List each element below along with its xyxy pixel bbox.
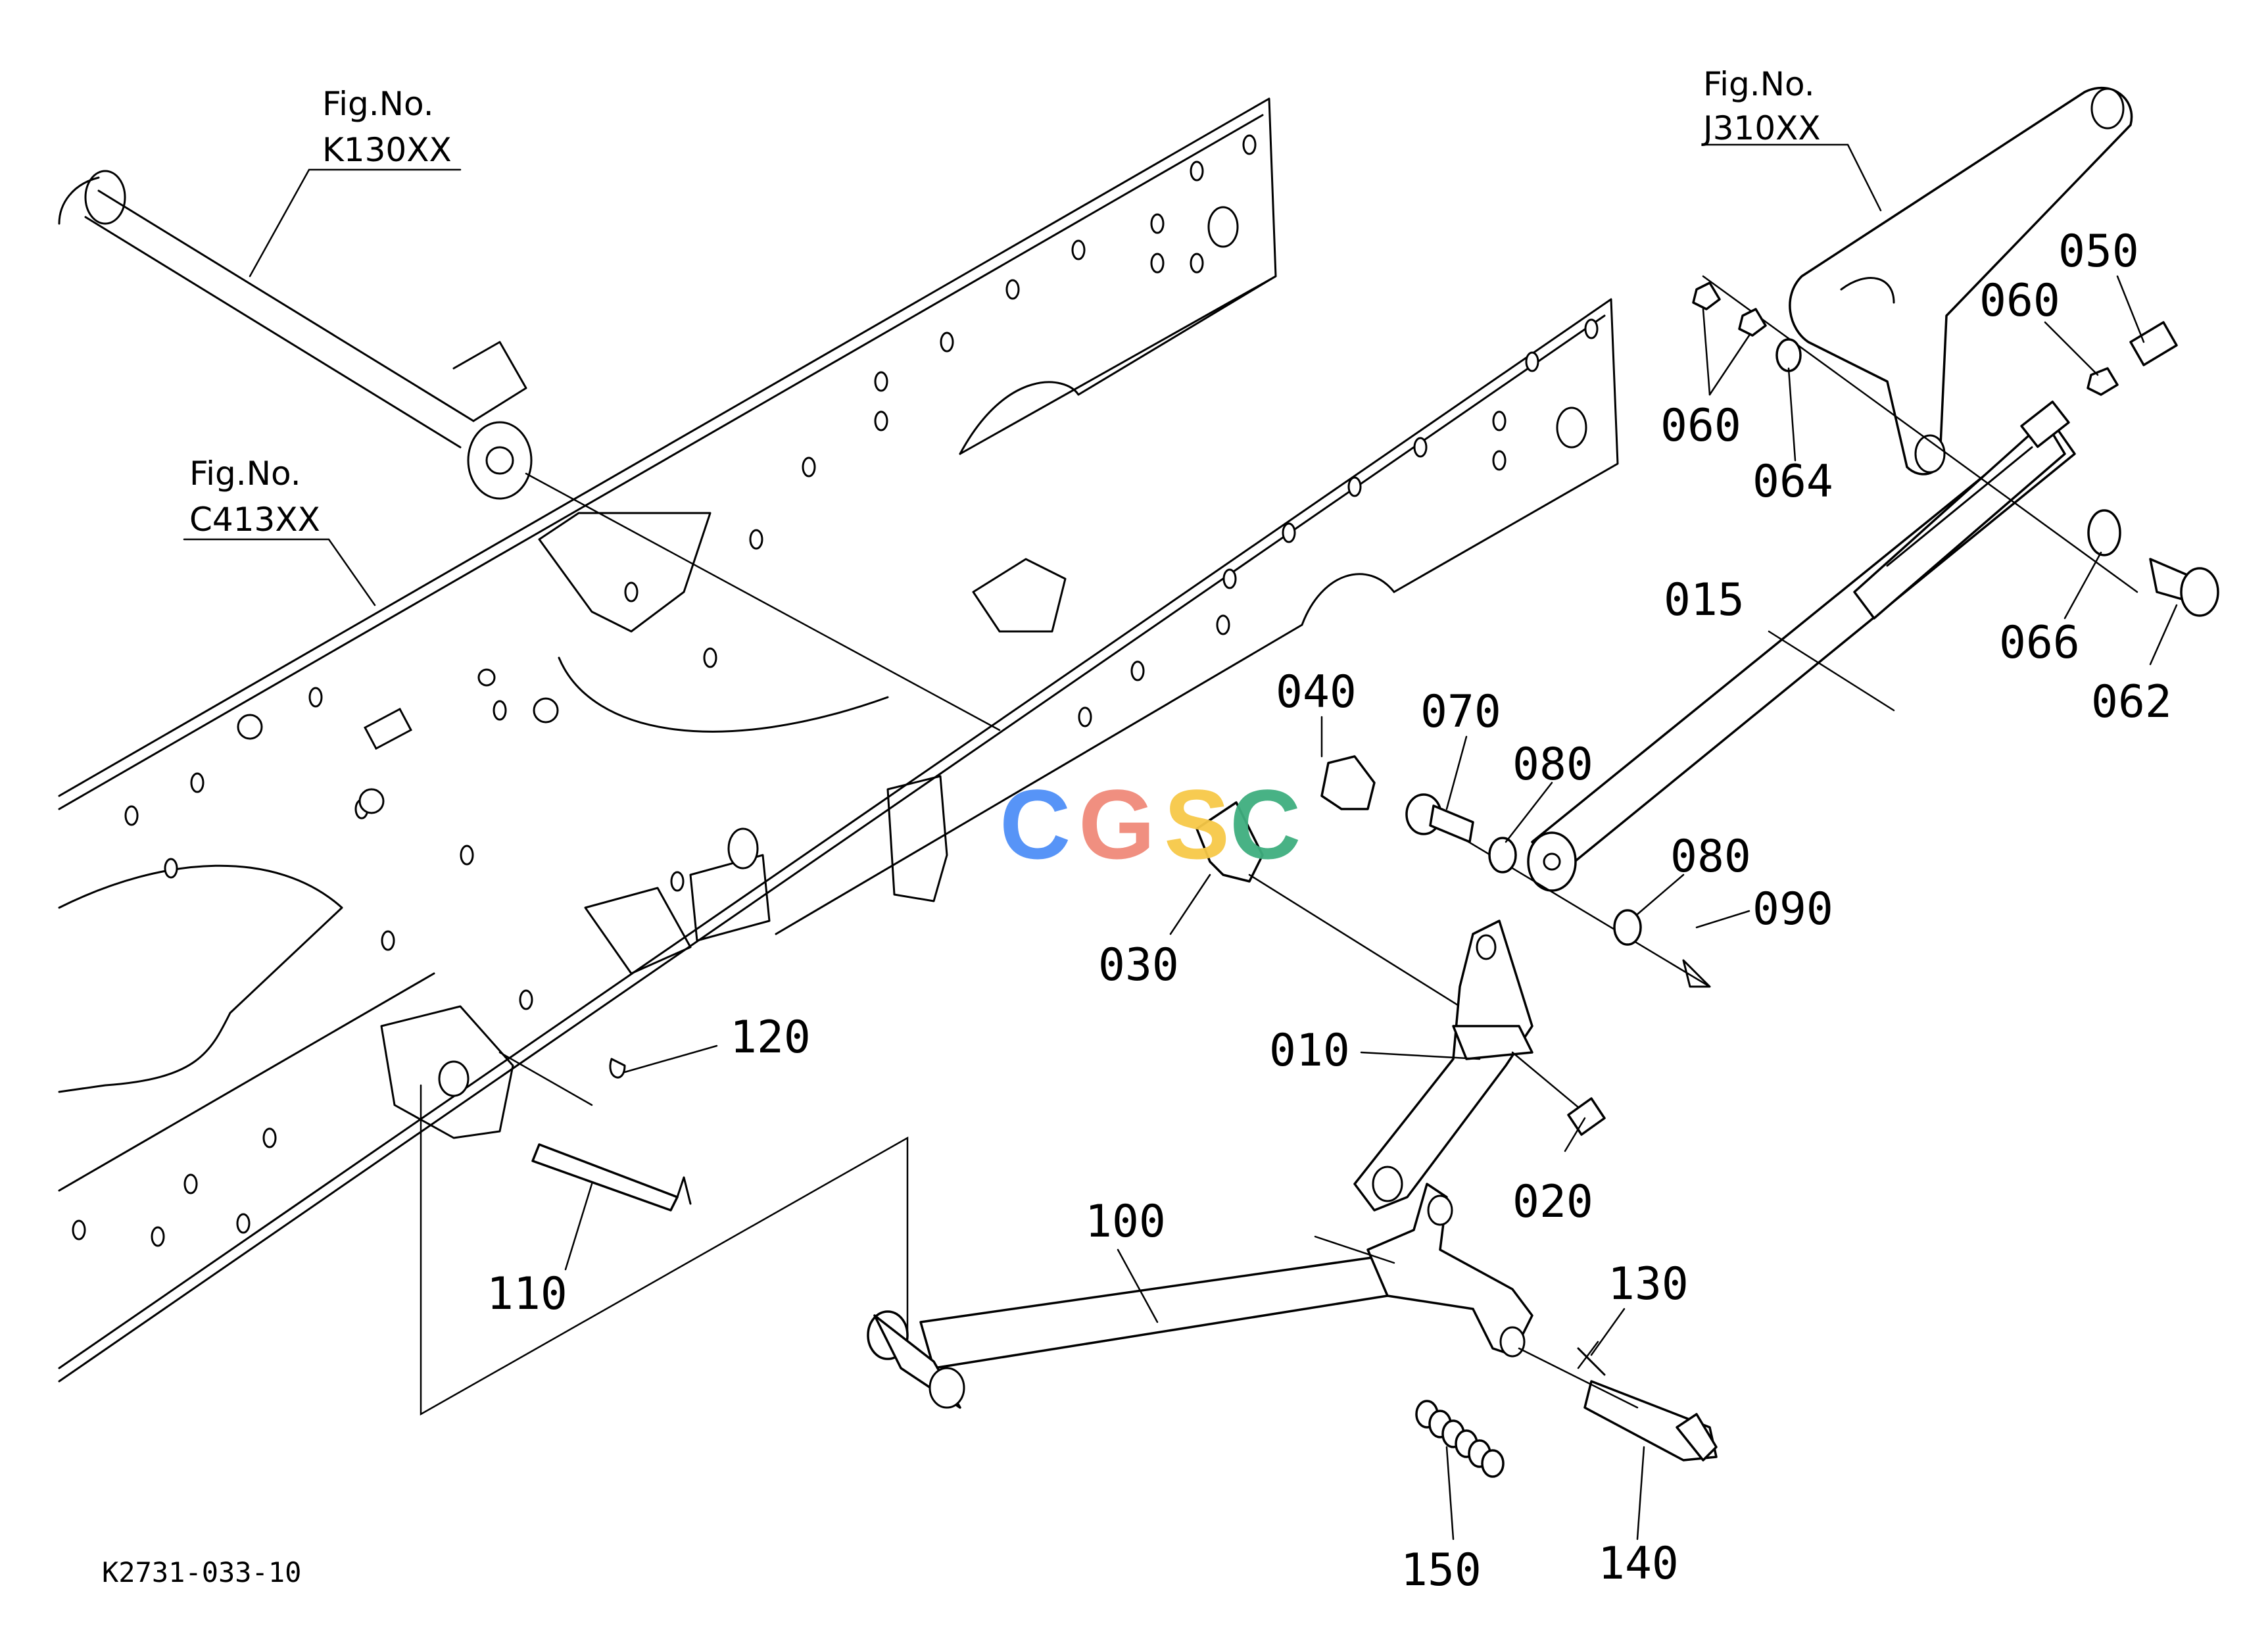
callout-010: 010 [1269, 1025, 1350, 1077]
callout-030: 030 [1098, 939, 1179, 991]
figure-ref-c413xx: Fig.No. C413XX [189, 455, 320, 539]
svg-text:J310XX: J310XX [1701, 109, 1821, 147]
callout-070: 070 [1420, 686, 1501, 738]
callout-062: 062 [2091, 676, 2172, 728]
callout-labels: 010 015 020 030 040 050 060 060 062 064 … [487, 226, 2172, 1596]
callout-110: 110 [487, 1268, 567, 1320]
callout-060-right: 060 [1979, 275, 2060, 327]
svg-text:Fig.No.: Fig.No. [322, 85, 434, 123]
callout-090: 090 [1752, 883, 1833, 935]
hardware-right [1692, 275, 2219, 617]
svg-text:Fig.No.: Fig.No. [1703, 65, 1815, 103]
svg-text:S: S [1164, 769, 1230, 879]
svg-text:C: C [1000, 769, 1071, 879]
svg-text:C: C [1230, 769, 1301, 879]
svg-text:K130XX: K130XX [322, 131, 452, 169]
callout-064: 064 [1752, 456, 1833, 508]
figure-ref-leaders [183, 143, 1882, 606]
part-100-pedal [867, 1183, 1533, 1409]
pin-110-clip-120 [380, 1005, 692, 1212]
callout-040: 040 [1276, 666, 1357, 718]
watermark-logo: C G S C [1000, 769, 1301, 879]
callout-leaders [420, 275, 2178, 1540]
callout-015: 015 [1664, 574, 1745, 626]
part-015-rod [1527, 401, 2076, 892]
callout-066: 066 [1999, 617, 2080, 669]
pin-hardware [1405, 793, 1711, 988]
callout-130: 130 [1608, 1258, 1689, 1310]
callout-080-lower: 080 [1670, 831, 1751, 883]
svg-text:G: G [1078, 769, 1155, 879]
callout-100: 100 [1085, 1196, 1166, 1248]
clips-030-040 [1195, 755, 1514, 1041]
callout-020: 020 [1512, 1176, 1593, 1228]
chassis-frame [58, 97, 1619, 1383]
callout-140: 140 [1598, 1538, 1679, 1590]
spring-pin-clip [1415, 1340, 1718, 1478]
part-010-lever [1353, 920, 1606, 1212]
figure-ref-j310xx: Fig.No. J310XX [1701, 65, 1821, 147]
callout-080-top: 080 [1512, 739, 1593, 791]
svg-text:Fig.No.: Fig.No. [189, 455, 301, 493]
svg-text:C413XX: C413XX [189, 501, 320, 539]
drawing-code: K2731-033-10 [102, 1556, 301, 1588]
callout-150: 150 [1401, 1544, 1482, 1596]
callout-060-left: 060 [1660, 400, 1741, 452]
figure-ref-k130xx: Fig.No. K130XX [322, 85, 452, 169]
frame-holes [72, 134, 1599, 1247]
j310xx-lift-arm [1789, 87, 2133, 476]
spring-150 [1415, 1400, 1505, 1478]
callout-050: 050 [2058, 226, 2139, 278]
k130xx-shaft [58, 170, 1001, 731]
callout-120: 120 [730, 1012, 811, 1064]
